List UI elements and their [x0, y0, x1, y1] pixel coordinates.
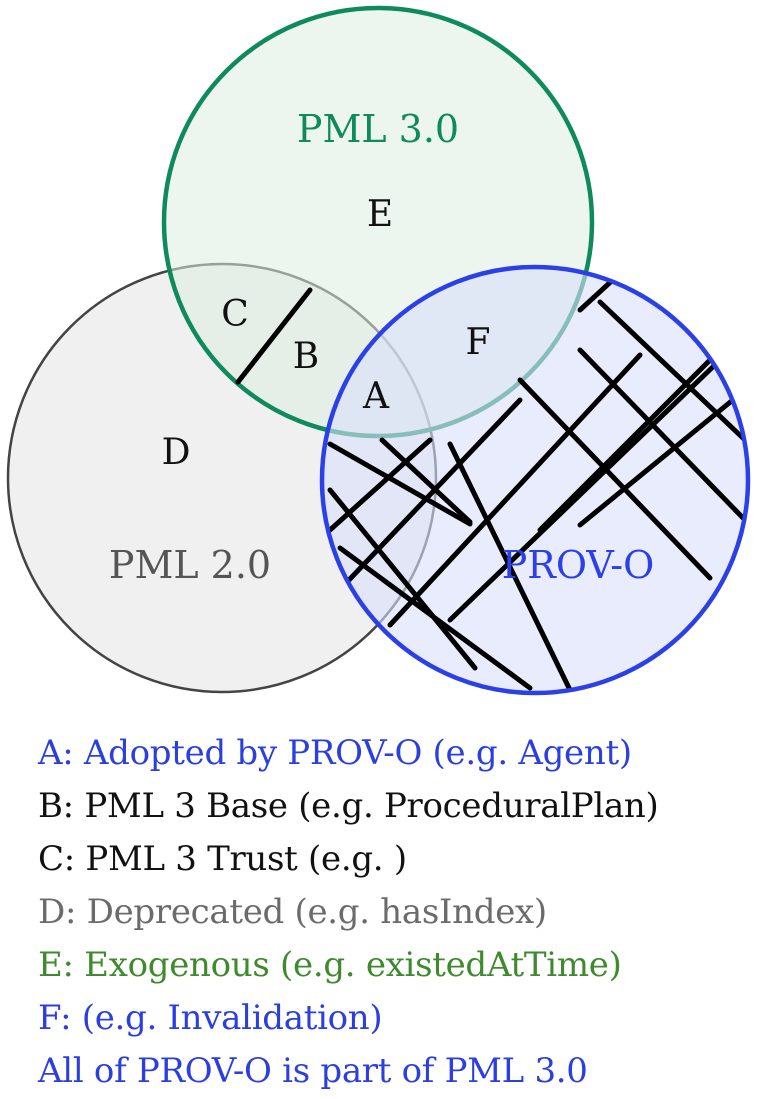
- hatch-line: [327, 397, 523, 603]
- legend-item-note: All of PROV-O is part of PML 3.0: [38, 1051, 588, 1091]
- legend-item-e: E: Exogenous (e.g. existedAtTime): [38, 945, 622, 985]
- legend-item-d: D: Deprecated (e.g. hasIndex): [38, 892, 547, 932]
- region-label-a: A: [362, 376, 390, 417]
- region-label-f: F: [466, 322, 491, 363]
- hatch-line: [447, 357, 723, 623]
- pml2-set-label: PML 2.0: [109, 543, 271, 587]
- pml3-set-label: PML 3.0: [297, 107, 459, 151]
- hatch-line: [537, 352, 718, 533]
- legend-item-f: F: (e.g. Invalidation): [38, 998, 383, 1038]
- hatch-line: [379, 437, 473, 525]
- hatch-line: [327, 441, 473, 527]
- venn-diagram: PML 3.0 PML 2.0 PROV-O E C B A F D: [6, 5, 751, 696]
- hatch-line: [517, 377, 713, 581]
- hatch-line: [447, 441, 573, 693]
- hatch-line: [577, 347, 748, 523]
- region-label-e: E: [367, 194, 393, 235]
- region-label-d: D: [162, 432, 191, 473]
- region-label-b: B: [293, 336, 319, 377]
- region-label-c: C: [221, 294, 249, 335]
- legend-item-c: C: PML 3 Trust (e.g. ): [38, 839, 407, 879]
- legend-item-b: B: PML 3 Base (e.g. ProceduralPlan): [38, 786, 659, 826]
- provo-set-label: PROV-O: [502, 543, 655, 587]
- legend-item-a: A: Adopted by PROV-O (e.g. Agent): [38, 733, 632, 773]
- provo-circle: [319, 264, 751, 696]
- hatch-line: [337, 545, 533, 691]
- b-c-divider: [235, 287, 313, 385]
- hatch-line: [327, 487, 478, 671]
- hatch-line: [387, 352, 643, 628]
- legend: A: Adopted by PROV-O (e.g. Agent) B: PML…: [38, 727, 763, 1098]
- provo-hatching: [327, 267, 748, 693]
- hatch-line: [597, 299, 748, 443]
- hatch-line: [327, 437, 433, 533]
- hatch-line: [577, 387, 748, 528]
